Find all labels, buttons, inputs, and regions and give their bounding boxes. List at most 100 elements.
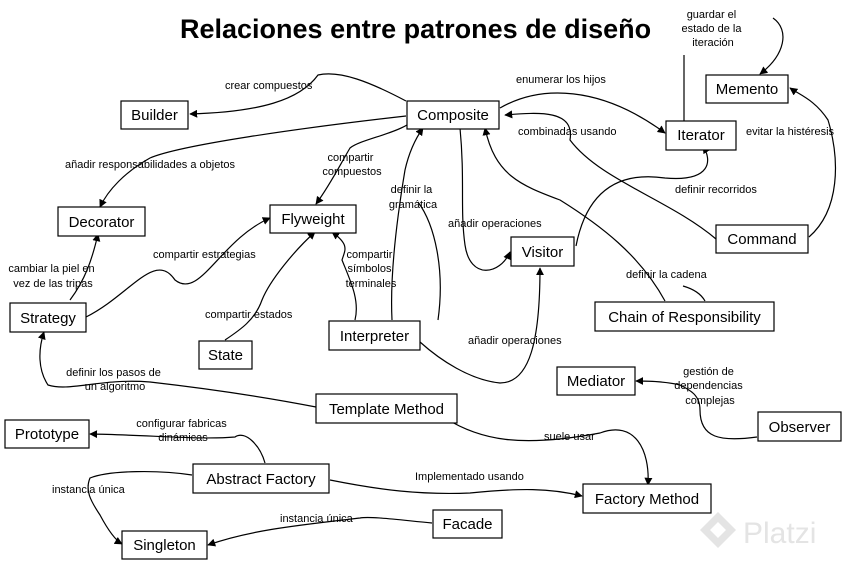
node-iterator-box <box>665 120 737 151</box>
node-state[interactable]: State <box>198 340 253 370</box>
edge-abstract-singleton <box>87 470 193 545</box>
diagram-title: Relaciones entre patrones de diseño <box>180 14 651 44</box>
node-decorator[interactable]: Decorator <box>57 206 146 237</box>
label-configurar-fabricas-line-1: configurar fabricas <box>136 418 227 430</box>
edge-template-strategy <box>37 331 317 408</box>
node-memento[interactable]: Memento <box>705 74 789 104</box>
label-guardar-estado-line-2: estado de la <box>682 23 743 35</box>
label-compartir-simbolos-line-3: terminales <box>346 278 397 290</box>
node-visitor-box <box>510 236 575 267</box>
node-observer[interactable]: Observer <box>757 411 842 442</box>
edge-abstract-factory-method <box>329 479 583 499</box>
label-gestion-dependencias-line-2: dependencias <box>674 380 743 392</box>
node-strategy-label: Strategy <box>20 310 76 327</box>
label-guardar-estado: guardar el estado de la iteración <box>682 9 745 49</box>
node-flyweight-label: Flyweight <box>281 211 345 228</box>
node-factory-method-label: Factory Method <box>595 491 699 508</box>
label-compartir-simbolos-line-2: símbolos <box>347 263 392 275</box>
label-configurar-fabricas: configurar fabricas dinámicas <box>136 418 230 444</box>
edge-composite-flyweight <box>315 124 408 205</box>
label-instancia-unica-2: instancia única <box>280 513 354 525</box>
edge-facade-singleton <box>207 516 433 547</box>
label-anadir-operaciones-2: añadir operaciones <box>468 335 562 347</box>
label-compartir-compuestos-line-1: compartir <box>328 152 374 164</box>
node-composite[interactable]: Composite <box>406 100 500 130</box>
label-compartir-estrategias: compartir estrategias <box>153 249 256 261</box>
node-strategy[interactable]: Strategy <box>9 302 87 333</box>
edge-command-composite <box>504 110 717 240</box>
node-command-box <box>715 224 809 254</box>
node-facade-label: Facade <box>442 516 492 533</box>
edge-abstract-prototype <box>89 430 266 464</box>
node-prototype[interactable]: Prototype <box>4 419 90 449</box>
edge-chain-composite <box>482 127 666 302</box>
edge-interpreter-visitor <box>419 267 544 384</box>
label-definir-cadena: definir la cadena <box>626 269 708 281</box>
label-compartir-compuestos: compartir compuestos <box>322 152 382 178</box>
label-compartir-simbolos-line-1: compartir <box>347 249 393 261</box>
label-anadir-operaciones-1: añadir operaciones <box>448 218 542 230</box>
node-iterator[interactable]: Iterator <box>665 120 737 151</box>
edge-command-memento <box>789 87 836 238</box>
label-anadir-responsabilidades: añadir responsabilidades a objetos <box>65 159 236 171</box>
node-builder[interactable]: Builder <box>120 100 189 130</box>
platzi-wordmark: Platzi <box>743 517 816 550</box>
label-definir-recorridos: definir recorridos <box>675 184 757 196</box>
node-state-label: State <box>208 347 243 364</box>
node-factory-method-box <box>582 483 712 514</box>
node-mediator[interactable]: Mediator <box>556 366 636 396</box>
node-strategy-box <box>9 302 87 333</box>
node-abstract-factory[interactable]: Abstract Factory <box>192 463 330 494</box>
node-visitor[interactable]: Visitor <box>510 236 575 267</box>
node-chain-box <box>594 301 775 332</box>
node-visitor-label: Visitor <box>522 244 563 261</box>
node-prototype-box <box>4 419 90 449</box>
edge-visitor-iterator <box>575 145 711 247</box>
label-gestion-dependencias-line-1: gestión de <box>683 366 734 378</box>
node-composite-box <box>406 100 500 130</box>
edge-interpreter-composite-2 <box>417 201 441 321</box>
node-observer-box <box>757 411 842 442</box>
edge-interpreter-composite <box>390 127 424 321</box>
node-abstract-factory-label: Abstract Factory <box>206 471 316 488</box>
node-template-method-label: Template Method <box>329 401 444 418</box>
label-definir-gramatica-line-2: gramática <box>389 199 438 211</box>
label-guardar-estado-line-1: guardar el <box>687 9 737 21</box>
node-prototype-label: Prototype <box>15 426 79 443</box>
edge-composite-iterator <box>499 92 666 134</box>
node-mediator-box <box>556 366 636 396</box>
edge-composite-visitor <box>459 127 511 271</box>
label-suele-usar: suele usar <box>544 431 595 443</box>
node-memento-box <box>705 74 789 104</box>
label-compartir-compuestos-line-2: compuestos <box>322 166 382 178</box>
edge-chain-link <box>682 285 706 302</box>
node-state-box <box>198 340 253 370</box>
node-template-method[interactable]: Template Method <box>315 393 458 424</box>
label-definir-pasos-line-2: un algoritmo <box>85 381 146 393</box>
node-chain-of-responsibility[interactable]: Chain of Responsibility <box>594 301 775 332</box>
label-compartir-estados: compartir estados <box>205 309 293 321</box>
node-abstract-factory-box <box>192 463 330 494</box>
label-configurar-fabricas-line-2: dinámicas <box>158 432 208 444</box>
node-singleton[interactable]: Singleton <box>121 530 208 560</box>
node-command-label: Command <box>727 231 796 248</box>
label-cambiar-piel-line-1: cambiar la piel en <box>8 263 94 275</box>
node-flyweight[interactable]: Flyweight <box>269 204 357 234</box>
node-flyweight-box <box>269 204 357 234</box>
label-enumerar-hijos: enumerar los hijos <box>516 74 606 86</box>
platzi-logo: Platzi <box>700 512 816 550</box>
node-facade[interactable]: Facade <box>432 509 503 539</box>
node-mediator-label: Mediator <box>567 373 625 390</box>
label-instancia-unica-1: instancia única <box>52 484 126 496</box>
node-factory-method[interactable]: Factory Method <box>582 483 712 514</box>
node-command[interactable]: Command <box>715 224 809 254</box>
edge-memento-arrow <box>759 17 784 75</box>
node-decorator-box <box>57 206 146 237</box>
node-composite-label: Composite <box>417 107 489 124</box>
label-definir-pasos: definir los pasos de un algoritmo <box>66 367 164 393</box>
node-observer-label: Observer <box>769 419 831 436</box>
node-chain-label: Chain of Responsibility <box>608 309 761 326</box>
node-interpreter[interactable]: Interpreter <box>328 320 421 351</box>
platzi-logo-icon <box>700 512 736 548</box>
